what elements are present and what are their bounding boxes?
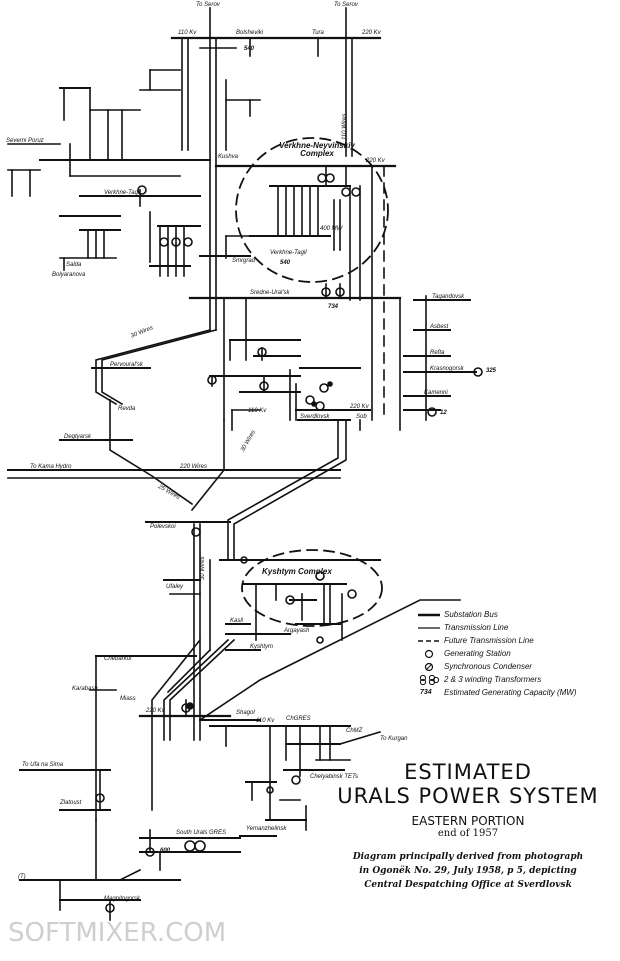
generating-station-icon [424,649,434,659]
label-chmz: ChMZ [346,728,363,734]
label-degtyarsk: Degtyarsk [64,434,92,440]
label-ufaley: Ufaley [166,584,184,590]
label-540-mid: 540 [280,260,291,266]
label-chebarkul: Chebarkul [104,656,132,662]
legend-item-future-line: Future Transmission Line [418,636,618,646]
label-argayash: Argayash [284,628,310,634]
sverdlovsk-cluster [207,339,371,431]
label-220kv-top: 220 Kv [362,30,381,36]
label-12: 12 [440,410,447,416]
label-110kv-mid: 110 Kv [248,408,267,414]
label-miass: Miass [120,696,136,702]
label-30-wires-c: 30 Wires [200,556,206,580]
title-line-4: end of 1957 [437,828,499,839]
kyshtym-complex-title: Kyshtym Complex [262,567,332,576]
title-note-3: Central Despatching Office at Sverdlovsk [364,880,572,890]
transmission-line-icon [418,627,440,629]
legend-item-substation-bus: Substation Bus [418,610,618,620]
synchronous-condenser-icon [424,662,434,672]
label-sob: Sob [356,414,367,420]
verkhne-complex-title: Verkhne-Neyvinskiy Complex [279,141,355,159]
label-sredne-uralsk: Sredne-Ural'sk [250,290,290,296]
label-verkhne-tagil-2: Verkhne-Tagil [270,250,307,256]
right-column [399,295,483,431]
title-note-1: Diagram principally derived from photogr… [352,852,584,862]
label-to-kama: To Kama Hydro [30,464,72,470]
label-refta: Refta [430,350,445,356]
legend-item-transmission-line: Transmission Line [418,623,618,633]
title-line-2: URALS POWER SYSTEM [337,784,599,808]
label-220kv-mid: 220 Kv [366,158,385,164]
label-salda: Salda [66,262,82,268]
label-shagol: Shagol [236,710,255,716]
label-severni: Severni Poruz [6,138,44,144]
label-to-serov-left: To Serov [196,2,220,8]
label-bolyaranova: Bolyaranova [52,272,86,278]
label-220-wires: 220 Wires [180,464,207,470]
label-t: (T) [18,874,26,880]
label-kamenni: Kamenni [424,390,448,396]
label-smrgrad: Smrgrad [232,258,256,264]
label-sverdlovsk: Sverdlovsk [300,414,330,420]
title-block: ESTIMATED URALS POWER SYSTEM EASTERN POR… [318,760,618,892]
legend-item-capacity: 734 Estimated Generating Capacity (MW) [420,688,577,697]
label-kasli: Kasli [230,618,244,624]
label-kyshtym: Kyshtym [250,644,274,650]
label-110kv-top: 110 Kv [178,30,197,36]
label-verkhne-tagil-1: Verkhne-Tagil [104,190,141,196]
label-400mw: 400 MW [320,226,343,232]
legend-item-synchronous-condenser: Synchronous Condenser [418,662,618,672]
label-220kv-sverdl: 220 Kv [350,404,369,410]
kyshtym-complex [225,549,383,651]
label-asbest: Asbest [430,324,449,330]
title-note-2: in Ogonëk No. 29, July 1958, p 5, depict… [359,866,577,876]
label-to-ufa: To Ufa na Sima [22,762,64,768]
label-karabash: Karabash [72,686,98,692]
label-bolsheviki: Bolsheviki [236,30,264,36]
chelyabinsk-cluster [138,699,381,837]
lines-to-pervouralsk [91,329,217,441]
label-krasnogorsk: Krasnogorsk [430,366,464,372]
label-pervouralsk: Pervoural'sk [110,362,143,368]
label-tura: Tura [312,30,324,36]
label-magnitogorsk: Magnitogorsk [104,896,141,902]
label-polevskoi: Polevskoi [150,524,176,530]
label-325: 325 [486,368,497,374]
future-line-icon [418,640,440,642]
label-chelyabinsk-tets: Chelyabinsk TETs [310,774,359,780]
title-line-1: ESTIMATED [404,760,532,784]
label-tagandovsk: Tagandovsk [432,294,465,300]
capacity-number: 734 [420,689,432,696]
label-to-serov-right: To Serov [334,2,358,8]
label-110kv-low: 110 Kv [256,718,275,724]
label-south-urals-gres: South Urals GRES [176,830,227,836]
label-734: 734 [328,304,339,310]
substation-bus-icon [418,613,440,617]
label-to-kurgan: To Kurgan [380,736,408,742]
verkhne-complex [214,137,397,421]
legend-item-generating-station: Generating Station [418,649,618,659]
tagil-cluster [59,185,251,277]
middle-column [163,523,381,741]
title-line-3: EASTERN PORTION [411,814,525,828]
label-revda: Revda [118,406,136,412]
south-trunks [7,419,347,561]
transformers-icon [419,675,440,685]
label-chgres: ChGRES [286,716,311,722]
label-zlatoust: Zlatoust [60,800,82,806]
label-220kv-low: 220 Kv [146,708,165,714]
label-600: 600 [160,848,171,854]
label-540-top: 540 [244,46,255,52]
watermark: SOFTMIXER.COM [8,918,227,948]
label-yemanzhelinsk: Yemanzhelinsk [246,826,287,832]
sredne-bus [188,283,402,421]
south-bottom [19,769,241,921]
chelyabinsk-lines [89,599,461,821]
label-110-wires: 110 Wires [342,113,348,140]
label-kushva: Kushva [218,154,239,160]
legend-item-transformers: 2 & 3 winding Transformers [418,675,618,685]
top-buses [7,7,382,331]
